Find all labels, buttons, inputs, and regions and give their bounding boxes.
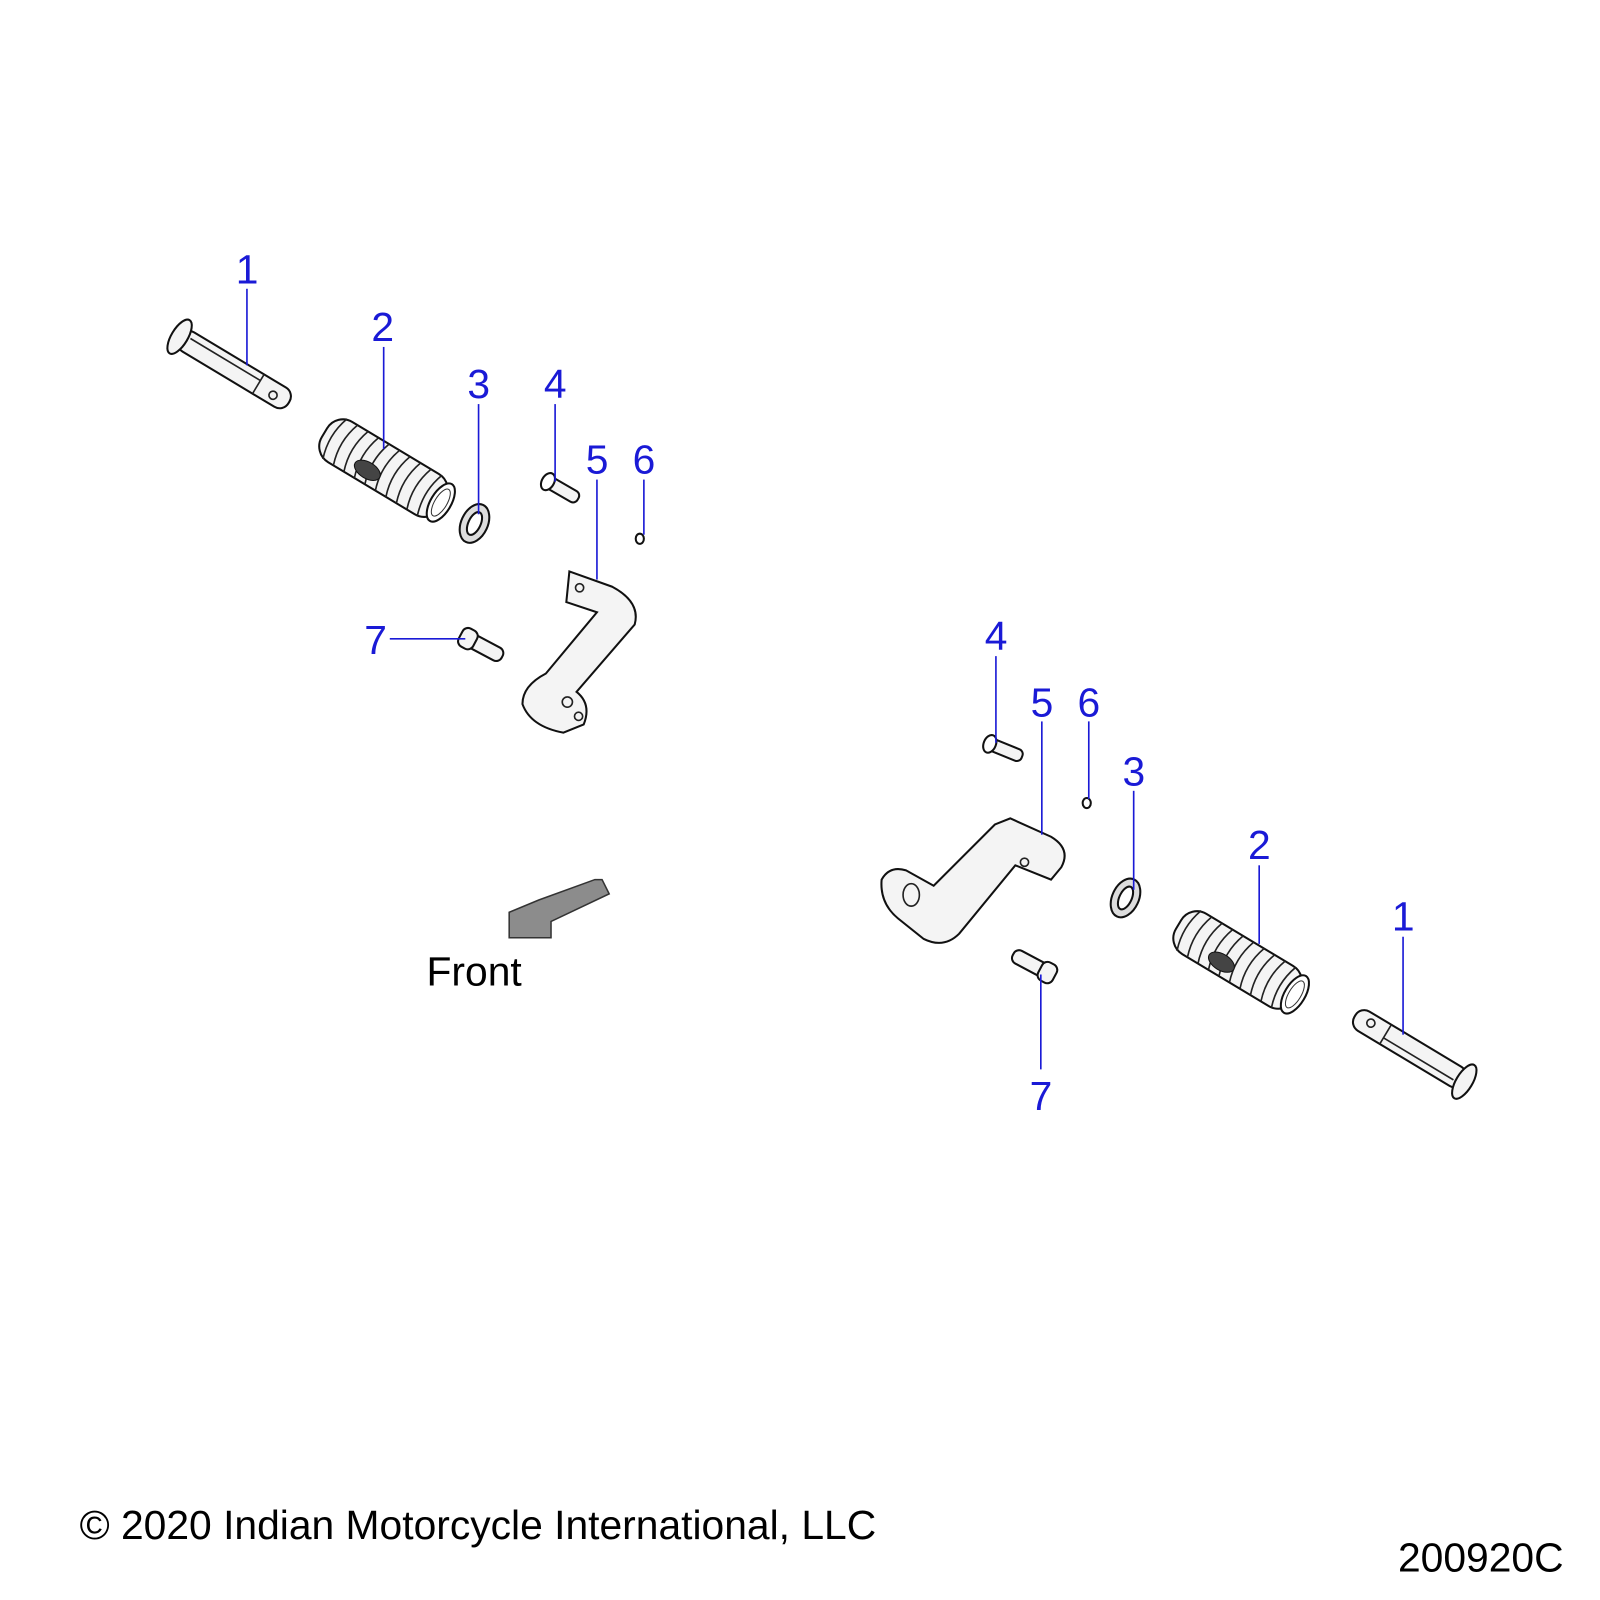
front-direction: Front — [427, 878, 611, 995]
callout-5: 5 — [586, 436, 609, 482]
left-footpeg-rubber — [311, 411, 463, 529]
right-o-ring — [1081, 796, 1092, 810]
left-bolt — [537, 469, 584, 508]
callout-4: 4 — [985, 613, 1008, 659]
callout-5: 5 — [1031, 679, 1054, 725]
left-o-ring — [634, 532, 645, 545]
callout-4: 4 — [544, 361, 567, 407]
figure-id: 200920C — [1398, 1534, 1564, 1580]
callout-2: 2 — [1248, 822, 1271, 868]
callout-3: 3 — [1122, 749, 1145, 795]
right-cap-screw — [1007, 944, 1061, 987]
callout-1: 1 — [236, 247, 259, 293]
right-footpeg-pin — [1343, 998, 1483, 1104]
left-assembly: 1 2 3 4 5 6 7 — [161, 247, 656, 734]
callout-3: 3 — [467, 361, 490, 407]
callout-6: 6 — [1078, 679, 1101, 725]
callout-6: 6 — [633, 436, 656, 482]
right-assembly: 4 5 6 3 2 1 7 — [880, 613, 1483, 1119]
callout-2: 2 — [371, 304, 394, 350]
copyright-notice: © 2020 Indian Motorcycle International, … — [80, 1502, 877, 1548]
right-bolt — [979, 732, 1027, 767]
callout-7: 7 — [364, 617, 387, 663]
left-bracket — [521, 570, 637, 734]
front-label: Front — [427, 949, 523, 995]
callout-7: 7 — [1030, 1073, 1053, 1119]
left-washer — [452, 498, 497, 549]
right-washer — [1103, 872, 1148, 924]
callout-1: 1 — [1392, 894, 1415, 940]
left-footpeg-pin — [161, 314, 300, 421]
right-footpeg-rubber — [1165, 903, 1317, 1021]
right-bracket — [880, 817, 1066, 944]
left-cap-screw — [454, 624, 508, 667]
front-arrow-icon — [508, 878, 611, 939]
